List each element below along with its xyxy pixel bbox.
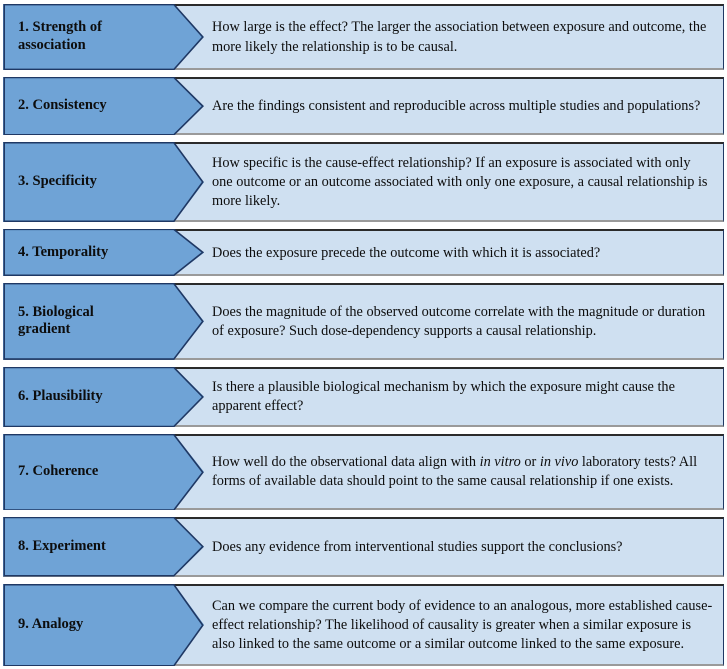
criterion-description-text: How specific is the cause-effect relatio… <box>212 155 708 210</box>
criterion-description-text: Does the exposure precede the outcome wi… <box>212 244 601 261</box>
criterion-row: 5. Biological gradient Does the magnitude… <box>3 282 724 360</box>
criterion-row: 1. Strength of association How large is t… <box>3 4 724 71</box>
criterion-label: 5. Biological gradient <box>18 303 94 338</box>
criterion-arrow-9: 9. Analogy <box>3 583 204 666</box>
criterion-arrow-8: 8. Experiment <box>3 517 204 577</box>
criterion-description: How large is the effect? The larger the … <box>204 6 723 69</box>
criterion-description: Does the exposure precede the outcome wi… <box>204 231 723 274</box>
criterion-arrow-2: 2. Consistency <box>3 77 204 136</box>
criterion-arrow-5: 5. Biological gradient <box>3 282 204 360</box>
criterion-description: How specific is the cause-effect relatio… <box>204 144 723 221</box>
criterion-row: 7. Coherence How well do the observationa… <box>3 433 724 511</box>
criterion-label: 7. Coherence <box>18 463 99 480</box>
criterion-row: 8. Experiment Does any evidence from inte… <box>3 517 724 577</box>
criterion-description-text: How large is the effect? The larger the … <box>212 19 707 55</box>
criterion-description: Is there a plausible biological mechanis… <box>204 368 723 425</box>
criterion-description: How well do the observational data align… <box>204 435 723 509</box>
criterion-description-text: How well do the observational data align… <box>212 454 698 490</box>
criterion-description: Does any evidence from interventional st… <box>204 519 723 575</box>
criterion-description-text: Is there a plausible biological mechanis… <box>212 378 675 415</box>
criterion-row: 6. Plausibility Is there a plausible biol… <box>3 366 724 427</box>
criterion-label: 1. Strength of association <box>18 19 102 53</box>
criterion-description: Are the findings consistent and reproduc… <box>204 79 723 134</box>
criterion-label: 6. Plausibility <box>18 387 103 404</box>
criterion-arrow-7: 7. Coherence <box>3 433 204 511</box>
criterion-description-text: Are the findings consistent and reproduc… <box>212 98 701 115</box>
criterion-description: Can we compare the current body of evide… <box>204 585 723 664</box>
criterion-label: 3. Specificity <box>18 173 97 190</box>
criterion-row: 4. Temporality Does the exposure precede … <box>3 229 724 276</box>
criterion-description: Does the magnitude of the observed outco… <box>204 284 723 358</box>
criterion-label: 8. Experiment <box>18 538 106 555</box>
criterion-arrow-3: 3. Specificity <box>3 142 204 223</box>
criterion-arrow-6: 6. Plausibility <box>3 366 204 427</box>
criterion-row: 3. Specificity How specific is the cause-… <box>3 142 724 223</box>
criterion-row: 2. Consistency Are the findings consisten… <box>3 77 724 136</box>
criterion-row: 9. Analogy Can we compare the current bod… <box>3 583 724 666</box>
criterion-description-text: Can we compare the current body of evide… <box>212 597 713 652</box>
criterion-label: 4. Temporality <box>18 243 109 260</box>
criterion-arrow-4: 4. Temporality <box>3 229 204 276</box>
criterion-label: 9. Analogy <box>18 615 84 632</box>
criterion-label: 2. Consistency <box>18 97 107 114</box>
criterion-arrow-1: 1. Strength of association <box>3 4 204 71</box>
criterion-description-text: Does the magnitude of the observed outco… <box>212 303 706 339</box>
criterion-description-text: Does any evidence from interventional st… <box>212 538 623 555</box>
